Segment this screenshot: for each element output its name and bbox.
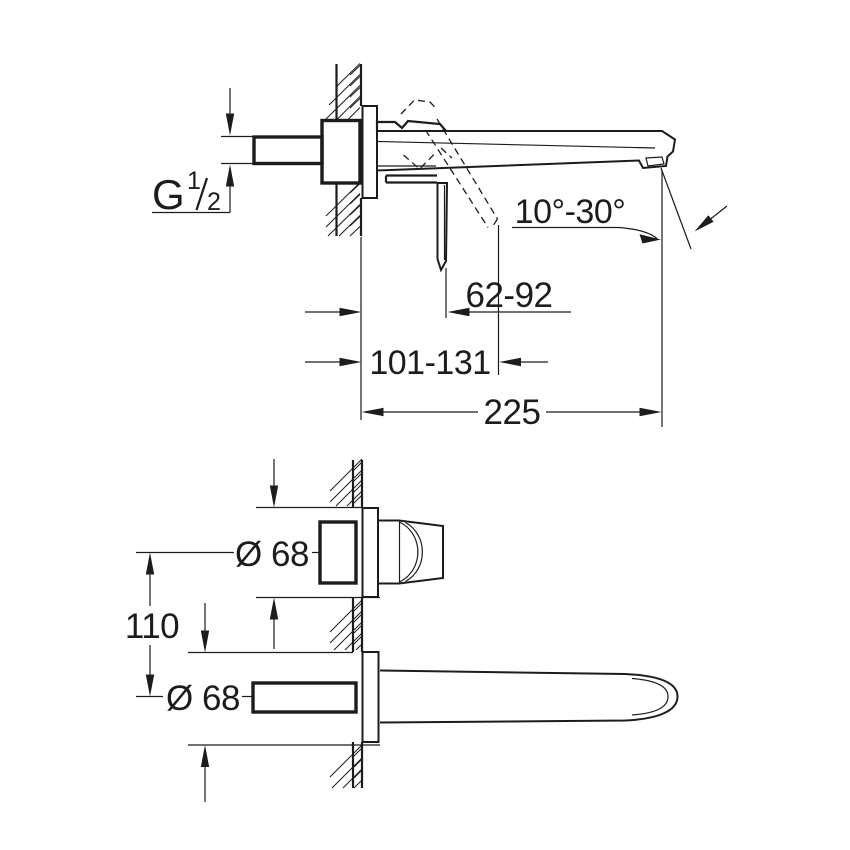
concealed-valve-body-plan (318, 520, 358, 585)
handle-plan-view (378, 519, 444, 585)
lever-handle-raised-dashed (400, 99, 499, 229)
escutcheon-side-view (361, 105, 378, 199)
side-view: 10°-30° G 1 2 62-92 (152, 63, 728, 432)
spray-angle-label: 10°-30° (515, 193, 626, 231)
thread-size-numerator: 1 (187, 167, 200, 195)
spout-side-view (375, 119, 677, 172)
handle-escutcheon-diameter-label: Ø 68 (235, 535, 309, 574)
leader-arrowhead (639, 234, 661, 244)
thread-size-denominator: 2 (207, 188, 220, 216)
angle-arrowhead (694, 215, 714, 232)
dimension-101-131: 101-131 (305, 344, 548, 382)
handle-escutcheon-plan (361, 507, 379, 598)
plan-view: Ø 68 Ø 68 110 (125, 458, 679, 802)
supply-pipe (252, 135, 324, 166)
dim-62-92-label: 62-92 (465, 276, 552, 315)
wall-hatch-plan (329, 458, 363, 789)
wall-hatch-upper (325, 63, 361, 120)
dimension-110: 110 (125, 551, 234, 698)
dim-101-131-label: 101-131 (369, 344, 490, 382)
lever-pivot-boss (375, 119, 447, 132)
extension-lines-side-view (360, 225, 500, 420)
wall-section-side-view (325, 63, 363, 237)
dimension-62-92: 62-92 (305, 276, 571, 317)
dimension-225: 225 (361, 393, 662, 432)
thread-dimension: G 1 2 (152, 88, 253, 218)
dim-110-label: 110 (125, 607, 179, 646)
lever-handle-side-view (384, 174, 449, 273)
spout-escutcheon-dimension: Ø 68 (166, 603, 380, 802)
handle-escutcheon-dimension: Ø 68 (235, 459, 380, 649)
spout-escutcheon-diameter-label: Ø 68 (166, 679, 240, 718)
spout-plan-view (379, 669, 679, 724)
wall-section-plan-view (329, 458, 364, 789)
thread-size-letter: G (152, 171, 184, 218)
aerator (645, 156, 665, 167)
spray-angle-annotation: 10°-30° (512, 167, 728, 427)
wall-hatch-lower (325, 182, 361, 237)
dim-225-label: 225 (484, 393, 541, 432)
concealed-body (320, 118, 362, 185)
spout-escutcheon-plan (361, 651, 380, 743)
spout-supply-pipe-plan (251, 681, 358, 714)
